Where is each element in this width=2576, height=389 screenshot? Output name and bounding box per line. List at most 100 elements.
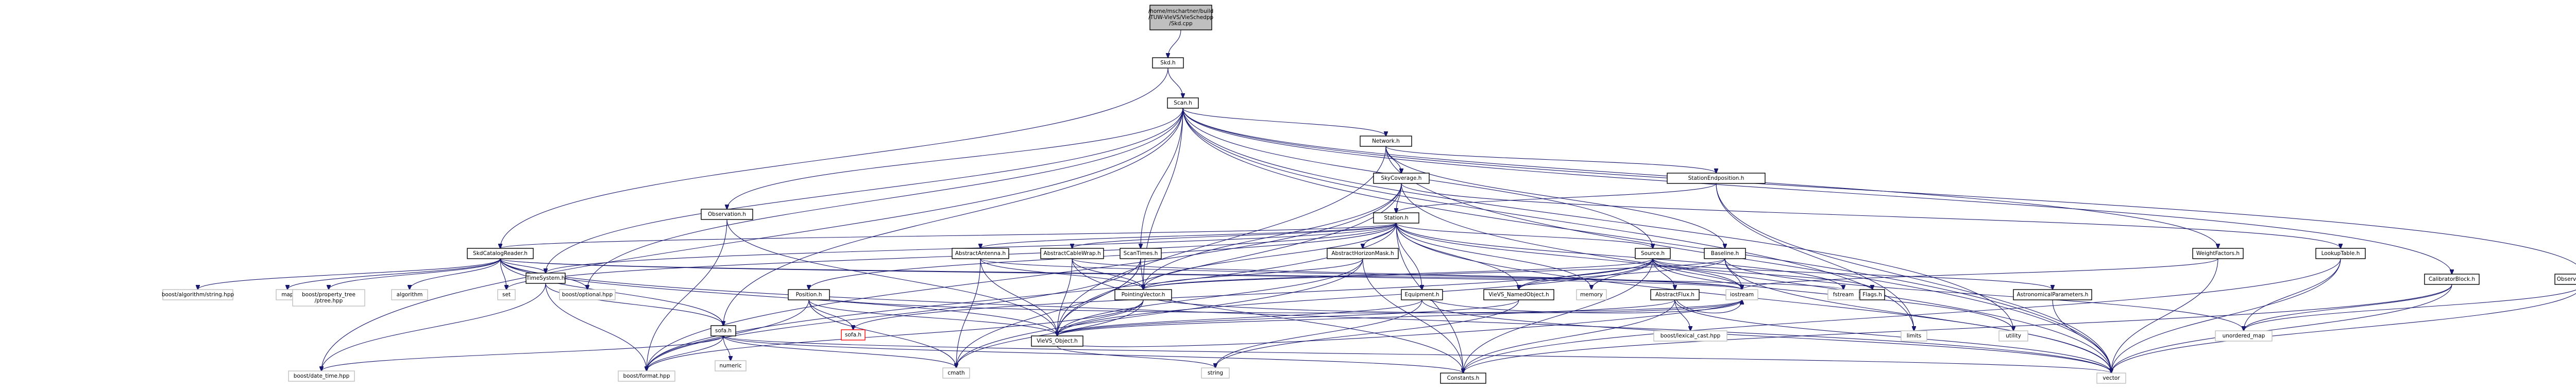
node-label: AbstractFlux.h xyxy=(1655,292,1694,298)
node-boost_algo[interactable]: boost/algorithm/string.hpp xyxy=(162,289,234,300)
node-lookuptable[interactable]: LookupTable.h xyxy=(2315,248,2366,259)
node-namedobj[interactable]: VieVS_NamedObject.h xyxy=(1483,289,1554,300)
node-box xyxy=(292,289,365,307)
dependency-edge-scan-utility xyxy=(1182,108,2013,331)
node-cmath[interactable]: cmath xyxy=(942,367,970,379)
dependency-edge-weightfactors-iostream xyxy=(1742,258,2218,290)
node-vievsobj[interactable]: VieVS_Object.h xyxy=(1031,335,1083,347)
dependency-edge-station-abscablewrap xyxy=(1072,223,1397,248)
dependency-edge-skd-scan xyxy=(1167,67,1183,98)
dependency-edge-scan-limits xyxy=(1182,108,1914,331)
node-skycov[interactable]: SkyCoverage.h xyxy=(1373,173,1430,184)
node-label: AstronomicalParameters.h xyxy=(2017,292,2089,298)
node-observation[interactable]: Observation.h xyxy=(701,209,753,220)
dependency-edge-sofa-boost_format xyxy=(647,335,724,371)
node-boost_format[interactable]: boost/format.hpp xyxy=(618,370,675,382)
node-label: Network.h xyxy=(1372,138,1400,144)
dependency-edge-absantenna-iostream xyxy=(980,258,1742,290)
dependency-edge-skdcatalog-boost_ptree xyxy=(329,258,501,290)
node-box xyxy=(618,370,675,382)
dependency-edge-abscablewrap-pointingvec xyxy=(1072,258,1143,290)
node-limits[interactable]: limits xyxy=(1901,330,1927,342)
node-label: sofa.h xyxy=(715,328,732,334)
node-label: algorithm xyxy=(397,292,423,298)
node-flags[interactable]: Flags.h xyxy=(1859,289,1885,300)
node-numeric[interactable]: numeric xyxy=(715,360,747,371)
node-fstream[interactable]: fstream xyxy=(1827,289,1859,300)
node-position[interactable]: Position.h xyxy=(788,289,830,300)
node-box xyxy=(1120,248,1162,259)
node-scantimes[interactable]: ScanTimes.h xyxy=(1120,248,1162,259)
dependency-edge-observation-vievsobj xyxy=(726,219,1057,336)
dependency-edge-timesystem-boost_format xyxy=(545,283,647,371)
dependency-edge-skycov-boost_format xyxy=(647,183,1402,371)
node-calibblock[interactable]: CalibratorBlock.h xyxy=(2424,274,2480,285)
node-absantenna[interactable]: AbstractAntenna.h xyxy=(952,248,1009,259)
dependency-edge-lookuptable-vector xyxy=(2111,258,2341,373)
node-label: memory xyxy=(1580,292,1603,298)
dependency-edge-statendpos-station xyxy=(1396,183,1717,213)
node-abshorizon[interactable]: AbstractHorizonMask.h xyxy=(1327,248,1399,259)
node-label: PointingVector.h xyxy=(1122,292,1165,298)
node-network[interactable]: Network.h xyxy=(1360,136,1412,147)
node-string[interactable]: string xyxy=(1201,367,1230,379)
node-algorithm[interactable]: algorithm xyxy=(391,289,428,300)
node-box xyxy=(1401,289,1443,300)
dependency-edge-skycov-vievsobj xyxy=(1057,183,1402,336)
node-label: Station.h xyxy=(1384,215,1408,221)
node-station[interactable]: Station.h xyxy=(1373,212,1419,224)
node-sofa[interactable]: sofa.h xyxy=(710,325,736,336)
node-timesystem[interactable]: TimeSystem.h xyxy=(526,273,566,284)
node-label: TimeSystem.h xyxy=(526,275,565,281)
dependency-edge-skdcatalog-iostream xyxy=(500,258,1742,290)
node-constants[interactable]: Constants.h xyxy=(1440,373,1486,384)
dependency-edge-source-constants xyxy=(1463,258,1653,373)
node-absflux[interactable]: AbstractFlux.h xyxy=(1650,289,1700,300)
node-scan[interactable]: Scan.h xyxy=(1167,97,1199,109)
node-set[interactable]: set xyxy=(497,289,516,300)
node-source[interactable]: Source.h xyxy=(1635,248,1671,259)
node-label: Scan.h xyxy=(1174,100,1192,106)
node-abscablewrap[interactable]: AbstractCableWrap.h xyxy=(1040,248,1104,259)
node-boost_optional[interactable]: boost/optional.hpp xyxy=(559,289,616,300)
dependency-edge-skdcatalog-fstream xyxy=(500,258,1843,290)
node-label: ScanTimes.h xyxy=(1124,250,1158,257)
dependency-edge-station-iostream xyxy=(1396,223,1742,290)
node-iostream[interactable]: iostream xyxy=(1725,289,1758,300)
node-box xyxy=(1704,248,1746,259)
node-statendpos[interactable]: StationEndposition.h xyxy=(1667,173,1766,184)
node-boost_ptree[interactable]: boost/property_tree/ptree.hpp xyxy=(292,289,365,307)
dependency-edge-skycov-vector xyxy=(1401,183,2111,373)
node-equipment[interactable]: Equipment.h xyxy=(1401,289,1443,300)
node-memory[interactable]: memory xyxy=(1576,289,1607,300)
node-label: boost/date_time.hpp xyxy=(294,373,350,379)
node-boost_lexical[interactable]: boost/lexical_cast.hpp xyxy=(1653,330,1727,342)
dependency-edge-scan-vector xyxy=(1182,108,2111,373)
dependency-edge-skdcatalog-algorithm xyxy=(410,258,501,290)
node-skdcatalog[interactable]: SkdCatalogReader.h xyxy=(467,248,534,259)
dependency-edge-abshorizon-constants xyxy=(1362,258,1463,373)
node-astroparams[interactable]: AstronomicalParameters.h xyxy=(2013,289,2092,300)
dependency-edge-root-skd xyxy=(1168,29,1181,58)
node-boost_datetime[interactable]: boost/date_time.hpp xyxy=(288,370,355,382)
node-pointingvec[interactable]: PointingVector.h xyxy=(1114,289,1172,300)
node-sofah[interactable]: sofa.h xyxy=(841,329,866,341)
node-utility[interactable]: utility xyxy=(1998,330,2028,342)
dependency-edge-baseline-pointingvec xyxy=(1143,258,1725,290)
dependency-edge-pointingvec-boost_format xyxy=(647,299,1144,371)
node-skd[interactable]: Skd.h xyxy=(1152,57,1184,69)
node-box xyxy=(1483,289,1554,300)
node-box xyxy=(788,289,830,300)
node-obsmode[interactable]: ObservationMode.h xyxy=(2554,274,2576,285)
dependency-edge-network-vievsobj xyxy=(1057,146,1386,336)
node-unordered_map[interactable]: unordered_map xyxy=(2215,330,2273,342)
dependency-edge-network-statendpos xyxy=(1385,146,1716,173)
node-weightfactors[interactable]: WeightFactors.h xyxy=(2192,248,2244,259)
dependency-edge-station-skdcatalog xyxy=(500,223,1397,248)
dependency-edge-scantimes-cmath xyxy=(956,258,1141,368)
dependency-edge-scan-observation xyxy=(727,108,1183,209)
node-baseline[interactable]: Baseline.h xyxy=(1704,248,1746,259)
node-root[interactable]: /home/mschartner/build/TUW-VieVS/VieSche… xyxy=(1148,5,1214,30)
node-vector[interactable]: vector xyxy=(2096,373,2126,384)
